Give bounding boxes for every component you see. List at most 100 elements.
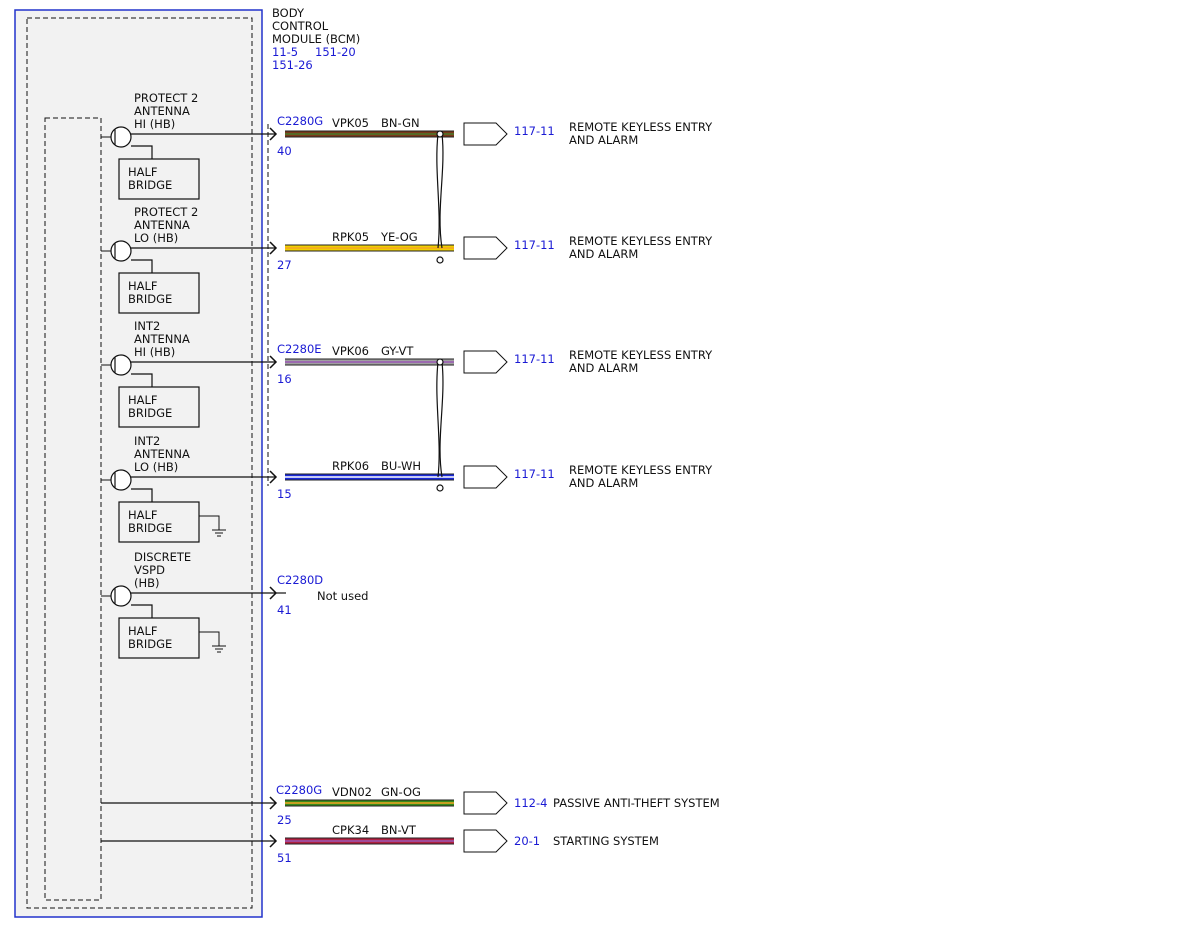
destination-arrow-icon[interactable]	[463, 350, 508, 374]
destination-label: REMOTE KEYLESS ENTRY	[569, 120, 713, 134]
pin-number: 25	[277, 813, 292, 827]
ground-link	[199, 631, 220, 646]
circuit-id: VPK05	[332, 116, 369, 130]
circuit-label-line: DISCRETE	[134, 550, 191, 564]
connector-pin-icon	[269, 834, 278, 848]
circuit-label-line: INT2	[134, 319, 160, 333]
bcm-title-line-3: MODULE (BCM)	[272, 32, 360, 46]
output-driver-icon	[110, 469, 132, 491]
bridge-link	[131, 373, 153, 387]
wire-color-code: GY-VT	[381, 344, 414, 358]
pin-number: 40	[277, 144, 292, 158]
connector-pin-icon	[269, 127, 278, 141]
circuit-id: RPK06	[332, 459, 369, 473]
page-ref-link[interactable]: 117-11	[514, 467, 555, 481]
half-bridge-label: HALF	[128, 624, 158, 638]
circuit-label-line: LO (HB)	[134, 460, 178, 474]
destination-label: REMOTE KEYLESS ENTRY	[569, 463, 713, 477]
bcm-title: BODY CONTROL MODULE (BCM) 11-5 151-20 15…	[272, 6, 360, 72]
bridge-link	[131, 145, 153, 159]
circuit-label-line: ANTENNA	[134, 332, 190, 346]
half-bridge-label: HALF	[128, 393, 158, 407]
connector-pin-icon	[269, 241, 278, 255]
bcm-title-line-1: BODY	[272, 6, 305, 20]
bcm-ref-2[interactable]: 151-20	[315, 45, 356, 59]
bcm-ref-1[interactable]: 11-5	[272, 45, 298, 59]
connector-id[interactable]: C2280G	[277, 114, 323, 128]
circuit-id: RPK05	[332, 230, 369, 244]
half-bridge-block	[118, 501, 200, 543]
connector-id[interactable]: C2280D	[277, 573, 323, 587]
half-bridge-label: HALF	[128, 279, 158, 293]
bridge-link	[131, 259, 153, 273]
bcm-outline	[14, 9, 263, 918]
half-bridge-label: BRIDGE	[128, 406, 172, 420]
circuit-label-line: VSPD	[134, 563, 165, 577]
destination-label: REMOTE KEYLESS ENTRY	[569, 234, 713, 248]
pin-number: 51	[277, 851, 292, 865]
destination-arrow-icon[interactable]	[463, 465, 508, 489]
circuit-label-line: INT2	[134, 434, 160, 448]
connector-pin-icon	[269, 796, 278, 810]
circuit-id: CPK34	[332, 823, 369, 837]
pin-number: 15	[277, 487, 292, 501]
connector-id[interactable]: C2280E	[277, 342, 322, 356]
bcm-sub-dashed	[44, 117, 102, 901]
destination-arrow-icon[interactable]	[463, 829, 508, 853]
half-bridge-label: BRIDGE	[128, 292, 172, 306]
twisted-pair-1	[436, 130, 444, 264]
circuit-label-line: HI (HB)	[134, 117, 175, 131]
half-bridge-block	[118, 158, 200, 200]
ground-link	[199, 515, 220, 530]
twisted-pair-2	[436, 358, 444, 492]
circuit-label-line: ANTENNA	[134, 104, 190, 118]
bcm-title-line-2: CONTROL	[272, 19, 329, 33]
page-ref-link[interactable]: 117-11	[514, 238, 555, 252]
half-bridge-label: HALF	[128, 165, 158, 179]
circuit-id: VPK06	[332, 344, 369, 358]
wire-color-code: GN-OG	[381, 785, 421, 799]
pin-number: 16	[277, 372, 292, 386]
circuit-label-line: PROTECT 2	[134, 91, 198, 105]
half-bridge-block	[118, 272, 200, 314]
bridge-link	[131, 604, 153, 618]
half-bridge-block	[118, 386, 200, 428]
circuit-label-line: PROTECT 2	[134, 205, 198, 219]
page-ref-link[interactable]: 117-11	[514, 352, 555, 366]
circuit-label-line: ANTENNA	[134, 447, 190, 461]
destination-label: STARTING SYSTEM	[553, 834, 659, 848]
bcm-ref-3[interactable]: 151-26	[272, 58, 313, 72]
pin-number: 27	[277, 258, 292, 272]
bcm-inner-dashed	[26, 17, 253, 909]
output-driver-icon	[110, 240, 132, 262]
wire-color-code: BU-WH	[381, 459, 421, 473]
destination-arrow-icon[interactable]	[463, 791, 508, 815]
wire-color-code: BN-GN	[381, 116, 420, 130]
page-ref-link[interactable]: 20-1	[514, 834, 540, 848]
output-driver-icon	[110, 354, 132, 376]
half-bridge-label: BRIDGE	[128, 521, 172, 535]
connector-id[interactable]: C2280G	[276, 783, 322, 797]
destination-arrow-icon[interactable]	[463, 122, 508, 146]
connector-pin-icon	[269, 470, 278, 484]
destination-label: AND ALARM	[569, 476, 638, 490]
circuit-label-line: ANTENNA	[134, 218, 190, 232]
page-ref-link[interactable]: 117-11	[514, 124, 555, 138]
destination-label: AND ALARM	[569, 133, 638, 147]
not-used-label: Not used	[317, 589, 368, 603]
circuit-label-line: HI (HB)	[134, 345, 175, 359]
pin-number: 41	[277, 603, 292, 617]
page-ref-link[interactable]: 112-4	[514, 796, 547, 810]
destination-arrow-icon[interactable]	[463, 236, 508, 260]
wire-color-code: YE-OG	[380, 230, 418, 244]
circuit-label-line: LO (HB)	[134, 231, 178, 245]
half-bridge-label: BRIDGE	[128, 178, 172, 192]
